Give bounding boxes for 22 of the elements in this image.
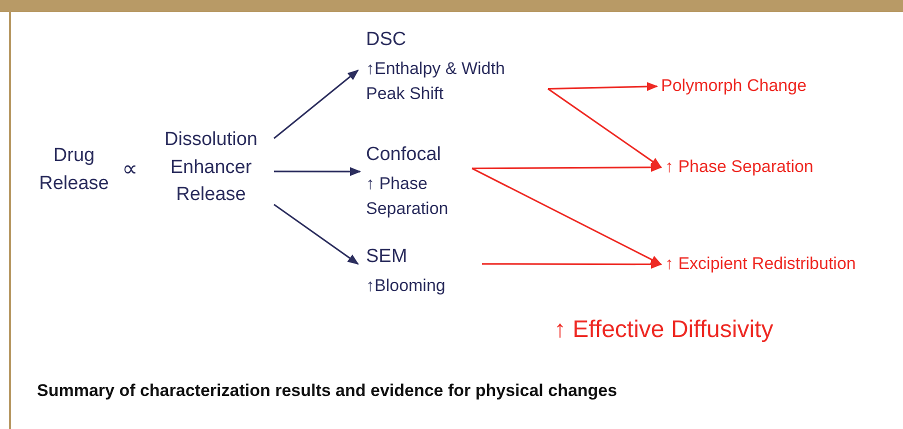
node-label: DSC [366,28,406,52]
result-text: ↑Blooming [366,274,446,297]
node-label: SEM [366,245,408,269]
arrow [548,88,662,168]
arrow [472,162,662,172]
arrow [274,70,359,140]
proportional-sign: ∝ [122,156,138,182]
node-label: Dissolution Enhancer Release [164,128,258,208]
arrow [482,260,662,269]
arrow [472,168,662,266]
node-label: Drug Release [38,144,110,196]
caption: Summary of characterization results and evidence for physical changes [37,381,618,401]
result-text: ↑Enthalpy & Width Peak Shift [366,58,506,106]
conclusion-text: ↑ Effective Diffusivity [554,316,774,344]
arrow [274,167,362,176]
finding-text: Polymorph Change [661,75,807,97]
node-label: Confocal [366,143,441,167]
arrow [274,204,359,265]
finding-text: ↑ Phase Separation [665,156,814,178]
result-text: ↑ Phase Separation [366,172,450,220]
finding-text: ↑ Excipient Redistribution [665,253,856,275]
arrow [548,82,658,92]
